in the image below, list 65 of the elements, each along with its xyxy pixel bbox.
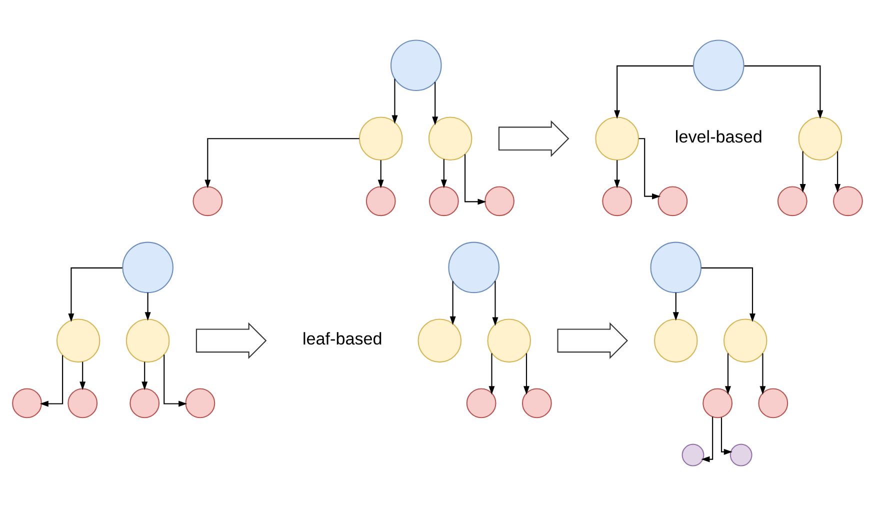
node-circle (126, 318, 170, 362)
arrow (392, 78, 398, 124)
arrow (142, 361, 148, 390)
node-circle (448, 241, 500, 293)
node-circle (650, 241, 702, 293)
arrow (40, 354, 64, 406)
node-circle (466, 388, 496, 418)
arrow (164, 354, 188, 406)
arrow (204, 138, 360, 188)
arrow (701, 416, 714, 462)
node-circle (358, 116, 403, 160)
node-circle (12, 388, 42, 418)
node-circle (484, 186, 514, 216)
node-circle (602, 186, 632, 216)
node-circle (192, 186, 223, 216)
node-circle (366, 186, 396, 216)
node-circle (798, 116, 842, 160)
node-circle (122, 241, 174, 293)
node-arrow (498, 120, 570, 157)
arrow (760, 352, 766, 394)
arrow (725, 352, 731, 394)
arrow (450, 280, 456, 324)
node-circle (56, 318, 100, 362)
arrow (614, 160, 620, 188)
arrow (492, 280, 498, 326)
arrow (744, 64, 824, 118)
arrow (672, 292, 679, 320)
node-circle (130, 388, 160, 418)
arrow (834, 150, 841, 192)
label: leaf-based (302, 329, 382, 348)
arrow (701, 266, 756, 322)
node-circle (702, 388, 733, 418)
arrow (638, 138, 661, 199)
node-circle (487, 318, 532, 362)
arrow (144, 292, 151, 320)
node-circle (418, 318, 462, 362)
arrow (464, 154, 486, 204)
arrow (440, 158, 447, 188)
node-circle (654, 318, 698, 362)
arrow (524, 352, 530, 394)
arrow (800, 150, 806, 192)
node-circle (723, 318, 768, 362)
node-arrow (557, 322, 628, 359)
arrow (614, 64, 694, 118)
node-circle (390, 39, 442, 91)
arrow (432, 82, 438, 125)
arrow (488, 352, 495, 394)
arrow (80, 361, 86, 390)
node-circle (682, 443, 704, 466)
node-arrow (196, 322, 267, 359)
node-circle (730, 443, 752, 466)
node-circle (758, 388, 788, 418)
node-circle (428, 186, 459, 216)
node-circle (522, 388, 552, 418)
node-circle (777, 186, 808, 216)
node-circle (185, 388, 216, 418)
label: level-based (674, 127, 762, 146)
node-circle (833, 186, 863, 216)
node-circle (658, 186, 688, 216)
node-circle (595, 116, 639, 160)
node-circle (692, 39, 744, 91)
arrow (720, 417, 732, 454)
arrow (378, 160, 384, 188)
node-circle (68, 388, 98, 418)
arrow (68, 266, 122, 322)
